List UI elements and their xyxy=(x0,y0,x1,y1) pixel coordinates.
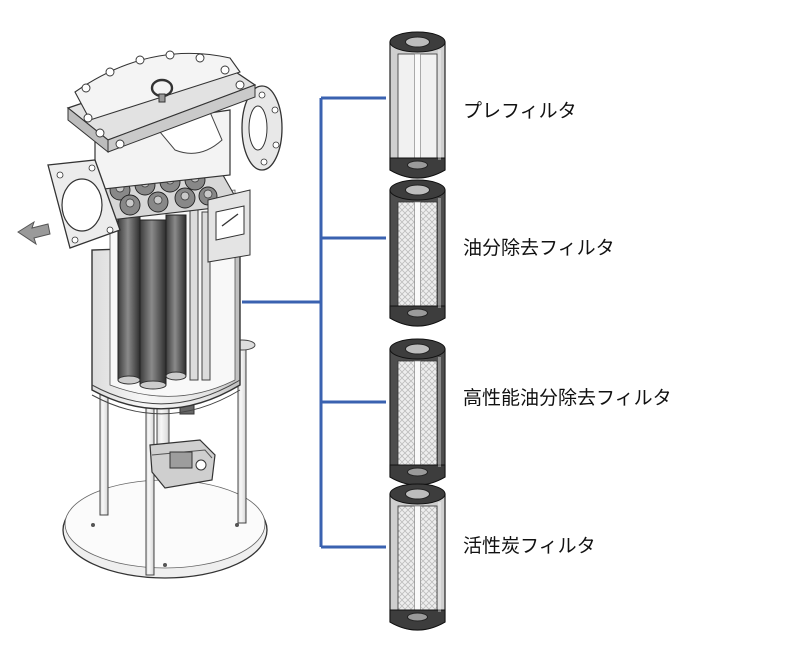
vessel-lid xyxy=(66,50,257,154)
outlet-flange xyxy=(241,85,283,171)
filter-element-oil-hp xyxy=(389,338,446,486)
inlet-flange xyxy=(47,159,121,249)
filter-label-oil-hp: 高性能油分除去フィルタ xyxy=(463,387,672,409)
side-nameplate xyxy=(207,189,251,263)
filter-label-pre: プレフィルタ xyxy=(463,100,577,122)
inlet-flow-arrow xyxy=(17,220,51,246)
filter-element-pre xyxy=(389,31,446,179)
drain-assembly xyxy=(149,399,216,489)
filter-elements xyxy=(389,31,446,631)
filter-element-oil xyxy=(389,179,446,327)
filter-label-carbon: 活性炭フィルタ xyxy=(463,535,596,557)
connector-lines xyxy=(242,96,386,549)
filter-label-oil: 油分除去フィルタ xyxy=(463,237,615,259)
internal-cartridges xyxy=(117,209,211,390)
filter-element-carbon xyxy=(389,483,446,631)
filter-vessel-illustration xyxy=(17,50,283,579)
